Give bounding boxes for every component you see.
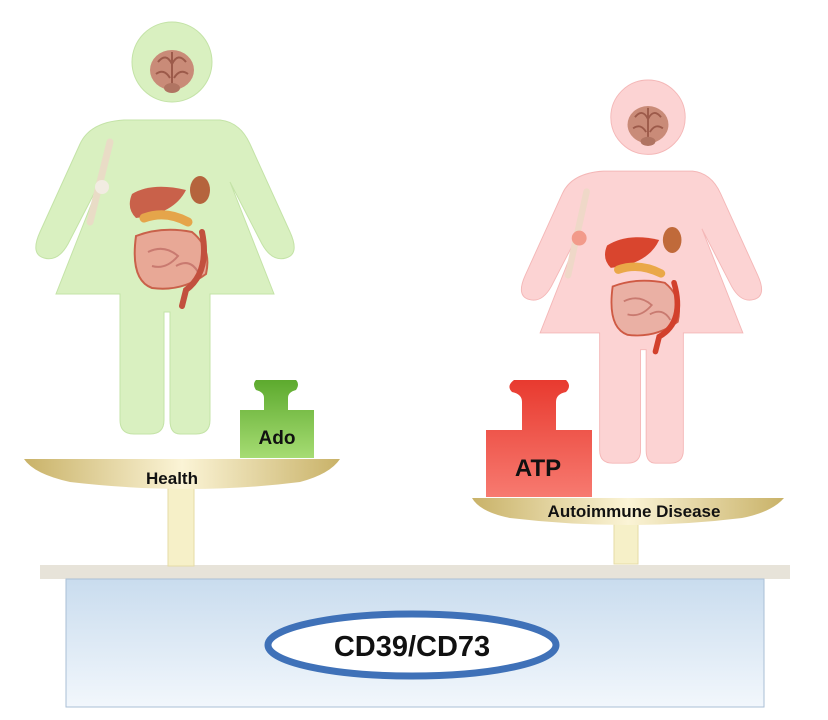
ado-label: Ado [259,428,296,449]
base-label: CD39/CD73 [334,631,490,663]
right-scale-pan [472,498,784,525]
ado-weight [240,380,314,458]
balance-beam [40,565,790,579]
left-post [167,477,195,567]
atp-weight [486,380,592,497]
atp-label: ATP [515,455,561,482]
healthy-organs [86,49,210,309]
health-label: Health [146,469,198,488]
ill-organs [564,105,682,355]
autoimmune-disease-label: Autoimmune Disease [548,502,721,521]
cd39-cd73-ellipse [264,610,560,680]
left-scale-pan [24,459,340,489]
